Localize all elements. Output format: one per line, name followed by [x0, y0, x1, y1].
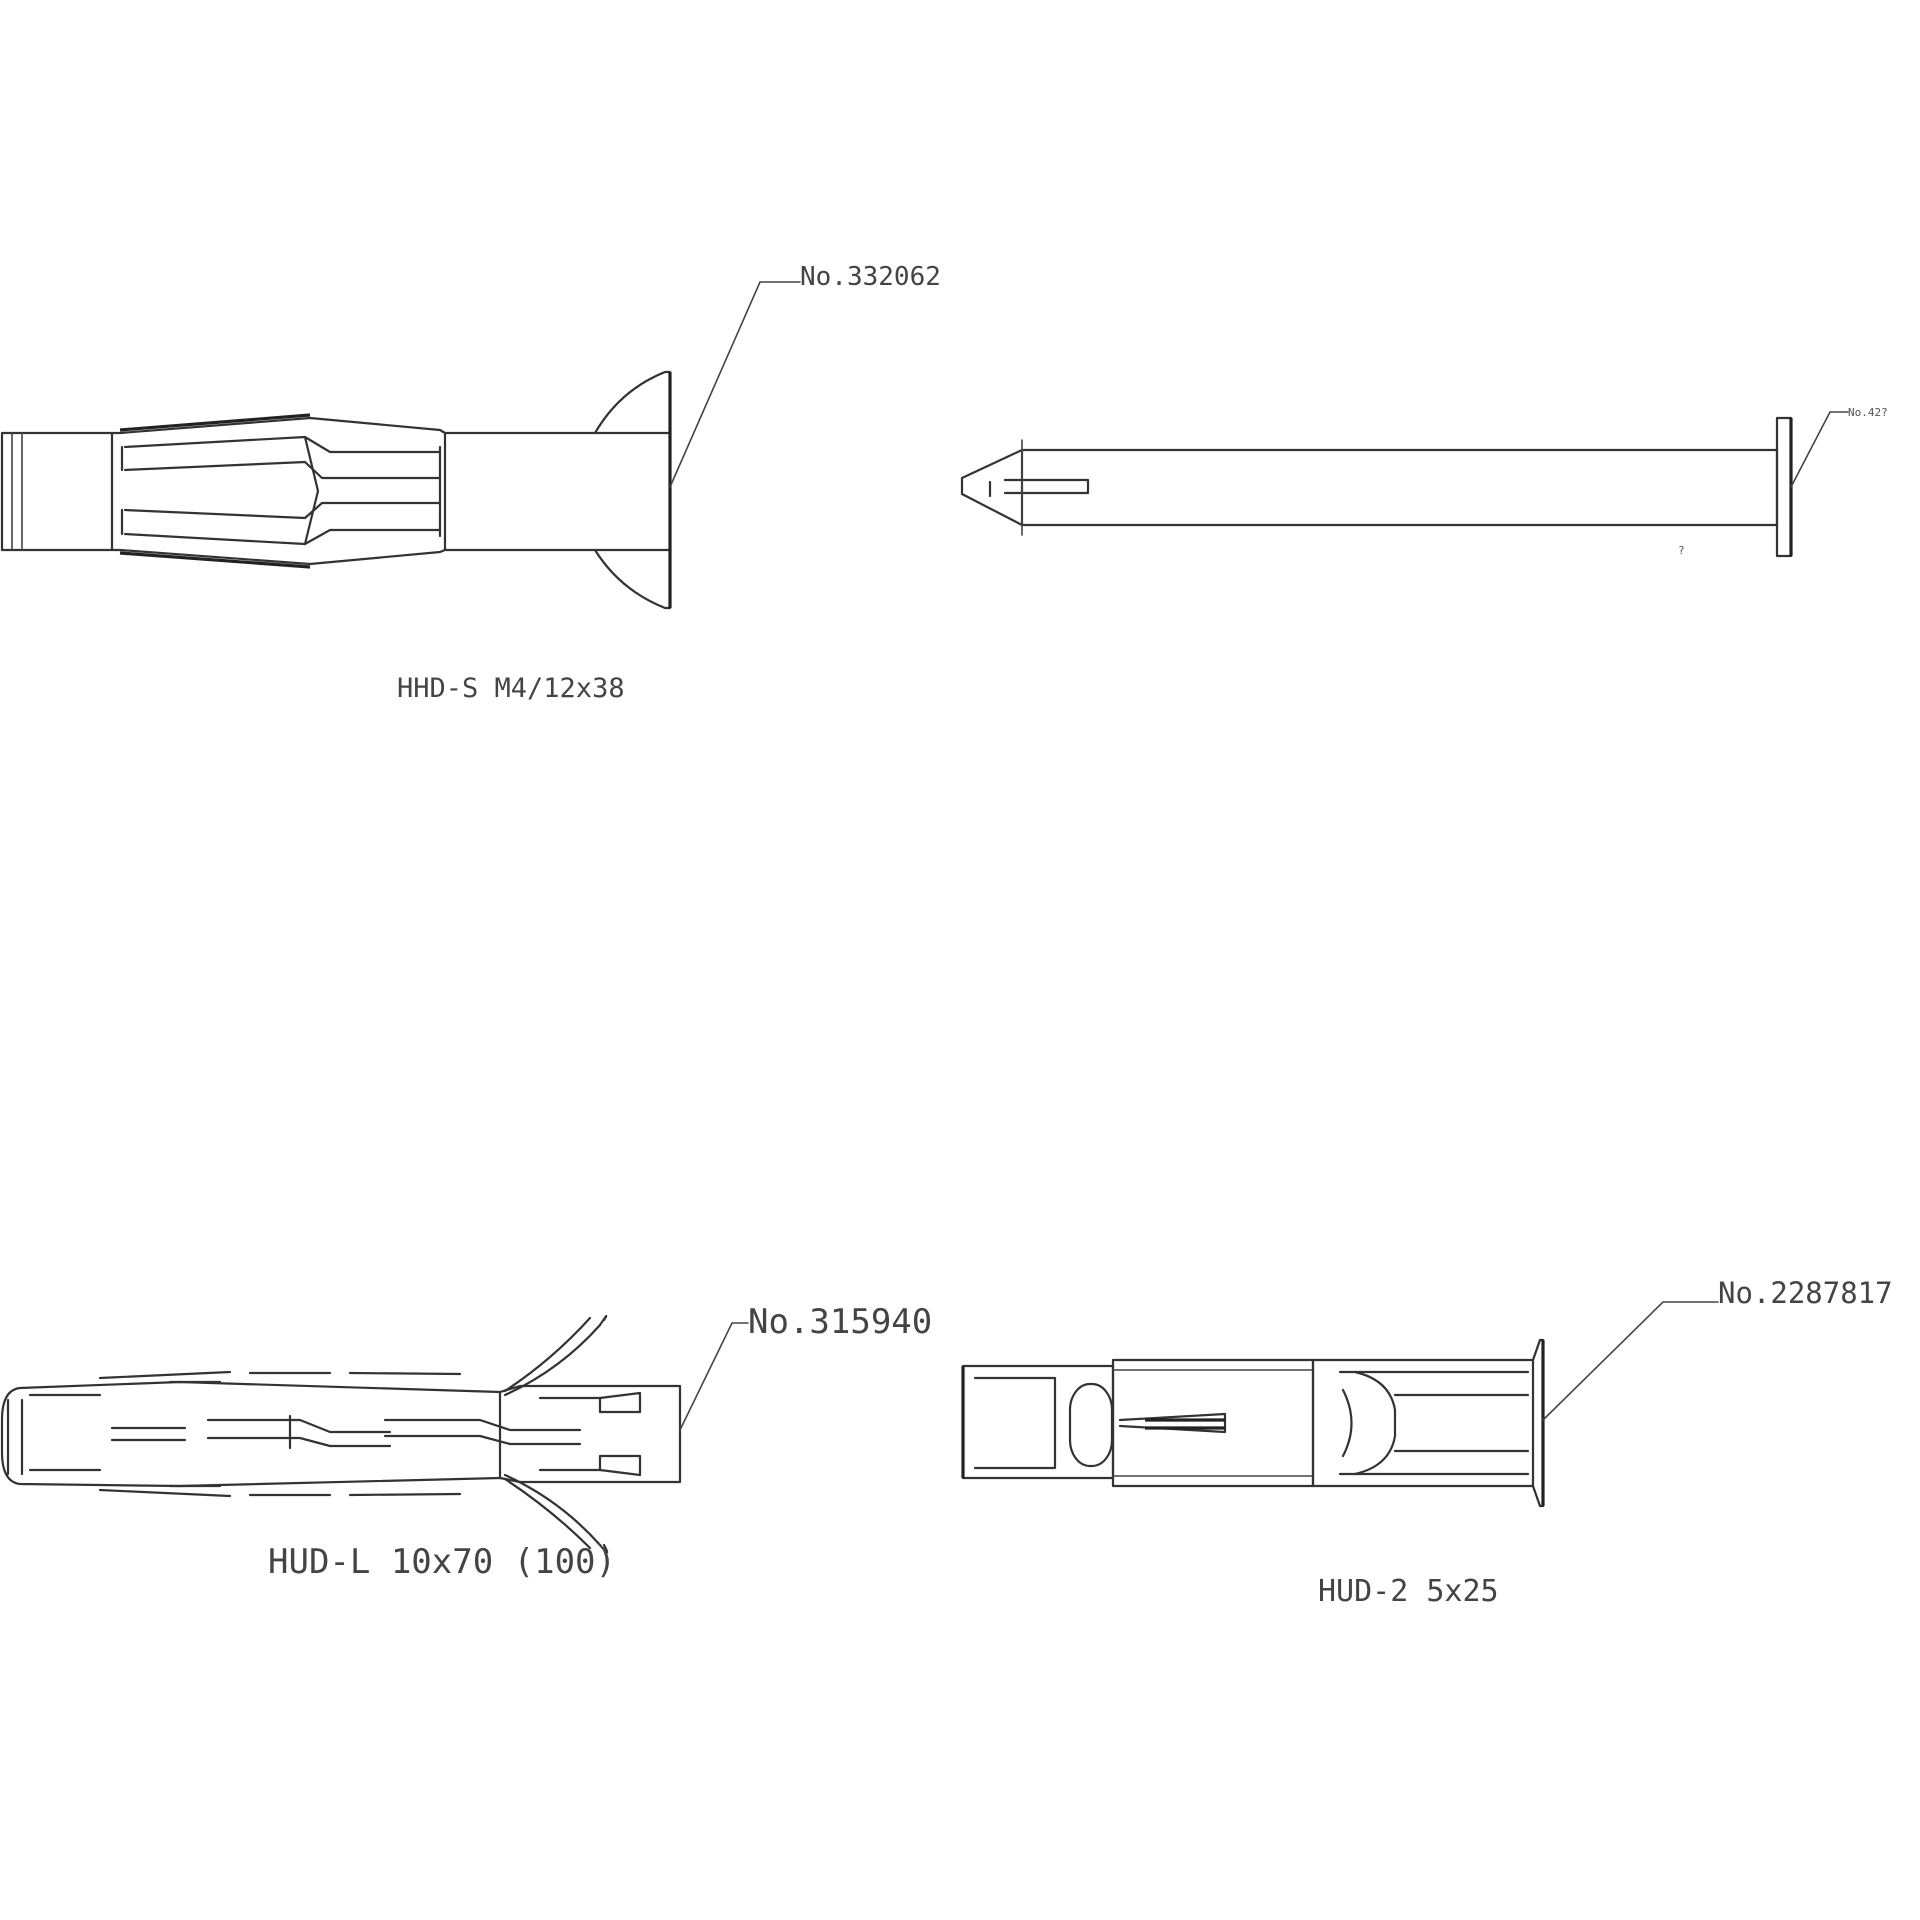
part-number-hammer-anchor: No.42? [1848, 406, 1888, 419]
part-designation-hud-2: HUD-2 5x25 [1318, 1574, 1499, 1609]
hud-2-plug-drawing: No.2287817 HUD-2 5x25 [961, 1276, 1893, 1609]
hammer-anchor-drawing: No.42? ? [960, 406, 1888, 558]
part-designation-hud-l: HUD-L 10x70 (100) [268, 1542, 616, 1582]
small-note: ? [1678, 544, 1685, 557]
part-number-315940: No.315940 [748, 1302, 932, 1342]
part-number-332062: No.332062 [800, 262, 941, 292]
hhd-s-anchor-drawing: No.332062 HHD-S M4/12x38 [0, 262, 941, 704]
hud-l-plug-drawing: No.315940 HUD-L 10x70 (100) [0, 1302, 932, 1582]
part-designation-hhd-s: HHD-S M4/12x38 [397, 673, 625, 704]
part-number-2287817: No.2287817 [1718, 1276, 1893, 1310]
